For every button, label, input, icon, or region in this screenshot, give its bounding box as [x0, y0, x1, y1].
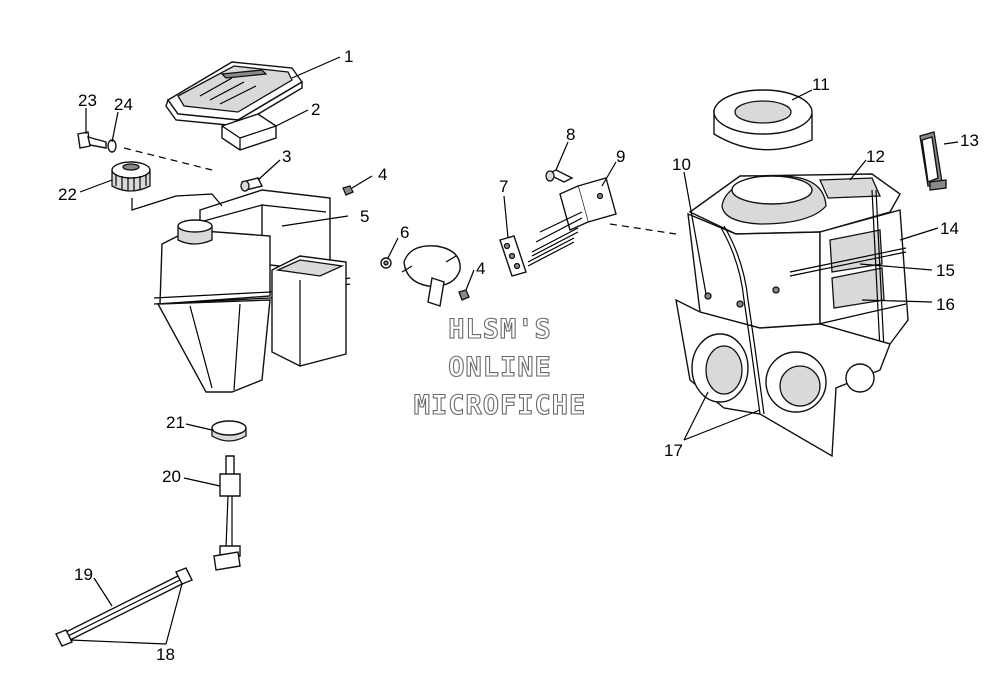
part-manifold-9 [527, 177, 617, 267]
callout-15: 15 [936, 261, 955, 280]
part-clamps-18 [55, 567, 193, 647]
callout-2: 2 [311, 100, 320, 119]
callout-11: 11 [812, 75, 830, 94]
part-cover-lid [165, 61, 304, 127]
callout-14: 14 [940, 219, 959, 238]
part-actuator [401, 245, 461, 307]
callout-labels: 1 2 3 4 4 5 6 7 8 9 10 11 12 13 14 15 16… [58, 47, 979, 664]
part-bolt-3 [240, 177, 264, 192]
part-clip-7 [499, 235, 527, 277]
part-pickup-20 [213, 455, 241, 571]
callout-13: 13 [960, 131, 979, 150]
callout-10: 10 [672, 155, 691, 174]
leader-lines [69, 56, 959, 645]
part-foam-block [221, 113, 277, 151]
callout-7: 7 [499, 177, 508, 196]
alignment-dashed-lines [123, 147, 677, 235]
callout-17: 17 [664, 441, 683, 460]
callout-4-lower: 4 [476, 259, 485, 278]
part-latch-13 [919, 131, 947, 191]
callout-24: 24 [114, 95, 133, 114]
watermark-line-3: MICROFICHE [414, 390, 587, 421]
callout-19: 19 [74, 565, 93, 584]
watermark-line-2: ONLINE [448, 352, 552, 383]
callout-23: 23 [78, 91, 97, 110]
part-foam-ring-11 [713, 89, 813, 151]
part-washer-6 [380, 257, 392, 269]
callout-22: 22 [58, 185, 77, 204]
callout-1: 1 [344, 47, 353, 66]
part-tank-5 [153, 189, 351, 393]
callout-20: 20 [162, 467, 181, 486]
callout-12: 12 [866, 147, 885, 166]
part-fuel-cap [111, 161, 151, 192]
part-airbox-housing [675, 173, 909, 458]
callout-9: 9 [616, 147, 625, 166]
callout-16: 16 [936, 295, 955, 314]
part-nut-4a [342, 185, 354, 196]
callout-18: 18 [156, 645, 175, 664]
callout-6: 6 [400, 223, 409, 242]
part-screw-washer [77, 131, 117, 153]
callout-8: 8 [566, 125, 575, 144]
part-screw-8 [545, 169, 574, 183]
callout-4-upper: 4 [378, 165, 387, 184]
callout-21: 21 [166, 413, 185, 432]
watermark: HLSM'S ONLINE MICROFICHE [413, 313, 587, 421]
part-plug-21 [211, 420, 247, 442]
callout-5: 5 [360, 207, 369, 226]
part-nut-4b [458, 289, 470, 301]
watermark-line-1: HLSM'S [448, 314, 552, 345]
callout-3: 3 [282, 147, 291, 166]
